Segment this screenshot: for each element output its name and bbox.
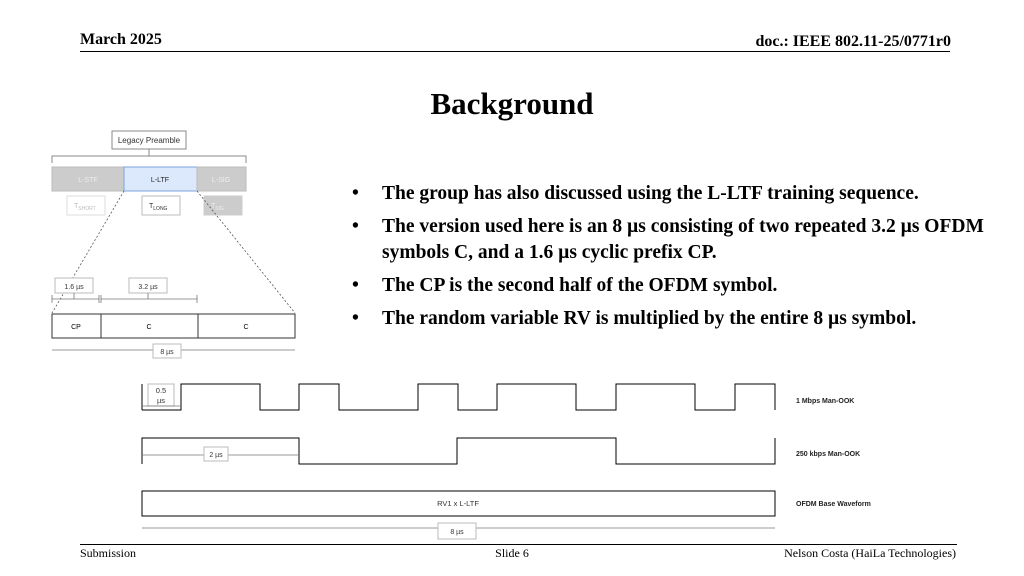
field-lltf — [123, 166, 198, 192]
bullet-item: • The CP is the second half of the OFDM s… — [352, 273, 1002, 299]
segment-c1 — [100, 313, 199, 339]
field-lstf — [51, 166, 125, 192]
header-date: March 2025 — [80, 31, 162, 48]
time-short-box — [66, 195, 106, 216]
waveform-1mbps — [142, 383, 776, 411]
segment-cp — [51, 313, 102, 339]
row3-label: OFDM Base Waveform — [796, 501, 871, 508]
dim-05-label: 0.5 — [156, 386, 166, 395]
bullet-list: • The group has also discussed using the … — [352, 181, 1002, 339]
segment-cp-label: CP — [71, 324, 81, 331]
header-doc-id: doc.: IEEE 802.11-25/0771r0 — [755, 33, 951, 50]
time-sig-label: TSIG — [211, 203, 224, 212]
footer-slide-number: Slide 6 — [495, 546, 529, 560]
footer-author: Nelson Costa (HaiLa Technologies) — [784, 546, 956, 560]
segment-c2 — [197, 313, 296, 339]
time-short-label: TSHORT — [74, 203, 96, 212]
header-divider — [80, 51, 950, 52]
dim-arrow-ends — [51, 295, 198, 303]
ofdm-waveform-box — [141, 490, 776, 517]
dim-05-unit: µs — [157, 396, 165, 405]
bullet-item: • The random variable RV is multiplied by… — [352, 306, 1002, 332]
dim-2us-label: 2 µs — [209, 452, 223, 459]
field-lstf-label: L-STF — [78, 177, 97, 184]
waveform-250kbps — [141, 437, 776, 465]
bullet-text: The random variable RV is multiplied by … — [382, 308, 917, 329]
bullet-text: The CP is the second half of the OFDM sy… — [382, 275, 778, 296]
bullet-icon: • — [352, 183, 359, 204]
dim-c-label: 3.2 µs — [138, 284, 158, 291]
bullet-icon: • — [352, 308, 359, 329]
bullet-text: The group has also discussed using the L… — [382, 183, 919, 204]
slide-title: Background — [430, 86, 594, 121]
bullet-item: • The group has also discussed using the … — [352, 181, 1002, 207]
field-lsig-label: L-SIG — [212, 177, 230, 184]
footer-divider — [80, 544, 957, 545]
bullet-icon: • — [352, 216, 359, 237]
dim-cp-label: 1.6 µs — [64, 284, 84, 291]
ofdm-box-label: RV1 x L-LTF — [437, 499, 479, 508]
bullet-icon: • — [352, 275, 359, 296]
field-lltf-label: L-LTF — [151, 177, 169, 184]
dim-8us-label: 8 µs — [450, 529, 464, 536]
time-sig-box — [203, 195, 243, 216]
field-lsig — [196, 166, 247, 192]
total-dim-box — [152, 343, 182, 359]
dim-2us-box — [203, 446, 229, 462]
dim-8us-box — [437, 522, 477, 540]
bullet-item: • The version used here is an 8 µs consis… — [352, 214, 1002, 266]
bullet-text: The version used here is an 8 µs consist… — [382, 216, 984, 263]
segment-c2-label: C — [243, 324, 248, 331]
dim-ticks — [73, 293, 149, 299]
segment-c1-label: C — [146, 324, 151, 331]
time-long-label: TLONG — [149, 203, 168, 212]
total-dim-label: 8 µs — [160, 349, 174, 356]
time-long-box — [141, 195, 181, 216]
legacy-preamble-label: Legacy Preamble — [118, 136, 181, 145]
row2-label: 250 kbps Man-OOK — [796, 451, 860, 458]
footer-submission: Submission — [80, 546, 137, 560]
row1-label: 1 Mbps Man-OOK — [796, 398, 854, 405]
